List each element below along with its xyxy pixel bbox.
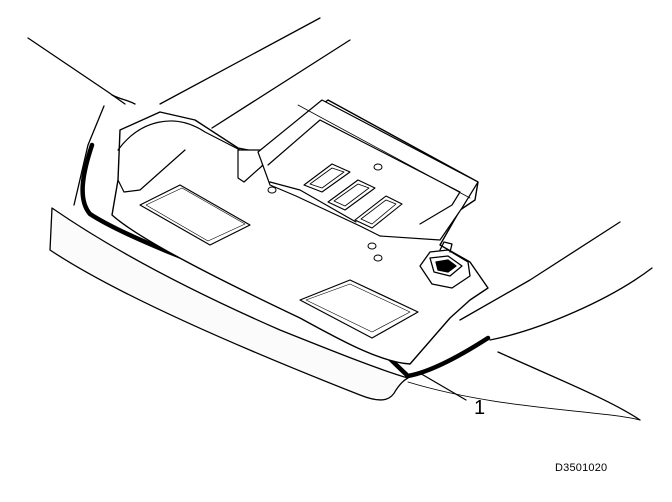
- callout-label-1: 1: [474, 397, 486, 419]
- switch-slot-3: [354, 195, 403, 229]
- right-recess: [299, 279, 419, 339]
- switch-slot-2: [327, 179, 376, 211]
- mounting-holes: [267, 163, 383, 262]
- switch-slots: [303, 163, 403, 229]
- headliner-panel: [27, 17, 653, 421]
- connector-plug: [419, 241, 471, 289]
- control-block: [257, 99, 479, 241]
- switch-slot-1: [303, 163, 351, 193]
- drawing-code: D3501020: [555, 462, 608, 474]
- left-recess: [117, 120, 251, 246]
- lower-bezel: [49, 207, 409, 401]
- callout-leader-1: [417, 371, 467, 401]
